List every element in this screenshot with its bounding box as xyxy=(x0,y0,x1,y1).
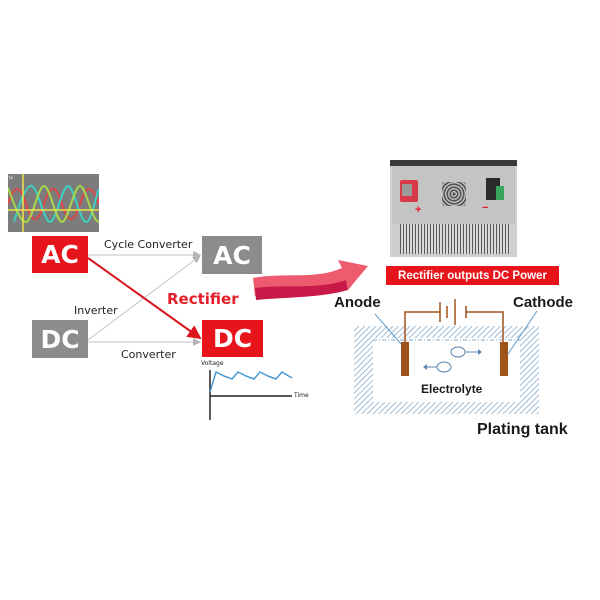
dc-source-node: DC xyxy=(32,320,88,358)
dc-voltage-graph xyxy=(209,370,293,420)
dc-ripple-line xyxy=(209,370,293,393)
waveform-svg xyxy=(8,174,99,232)
minus-sign: − xyxy=(482,202,489,214)
rectifier-output-banner: Rectifier outputs DC Power xyxy=(386,266,559,285)
rectifier-arrow xyxy=(87,257,202,340)
converter-label: Converter xyxy=(121,348,176,361)
electrolyte-label: Electrolyte xyxy=(421,382,483,396)
cathode-electrode xyxy=(500,342,508,376)
negative-ion xyxy=(423,361,452,373)
cycle-converter-label: Cycle Converter xyxy=(104,238,193,251)
three-phase-waveform-image xyxy=(8,174,99,232)
positive-ion xyxy=(450,346,482,358)
ac-target-node: AC xyxy=(202,236,262,274)
voltage-axis-label: Voltage xyxy=(201,360,224,367)
vent-grille xyxy=(400,224,510,254)
waveform-label: u xyxy=(9,174,13,181)
ac-source-node: AC xyxy=(32,236,88,273)
rectifier-device-photo: + − xyxy=(390,160,517,257)
phase-a-wave xyxy=(8,188,99,220)
anode-pointer xyxy=(374,313,402,345)
big-transition-arrow xyxy=(253,260,368,300)
dc-target-node: DC xyxy=(202,320,263,357)
dc-circuit xyxy=(404,299,504,344)
rectifier-label: Rectifier xyxy=(167,290,239,308)
anode-electrode xyxy=(401,342,409,376)
cathode-pointer xyxy=(507,310,538,355)
time-axis-label: Time xyxy=(294,392,309,399)
fan-icon xyxy=(442,182,466,206)
plating-tank-label: Plating tank xyxy=(477,421,568,438)
phase-b-wave xyxy=(13,184,99,224)
inverter-label: Inverter xyxy=(74,304,118,317)
cathode-label: Cathode xyxy=(513,294,573,311)
plus-sign: + xyxy=(415,204,422,216)
phase-c-wave xyxy=(8,184,99,224)
anode-label: Anode xyxy=(334,294,381,311)
